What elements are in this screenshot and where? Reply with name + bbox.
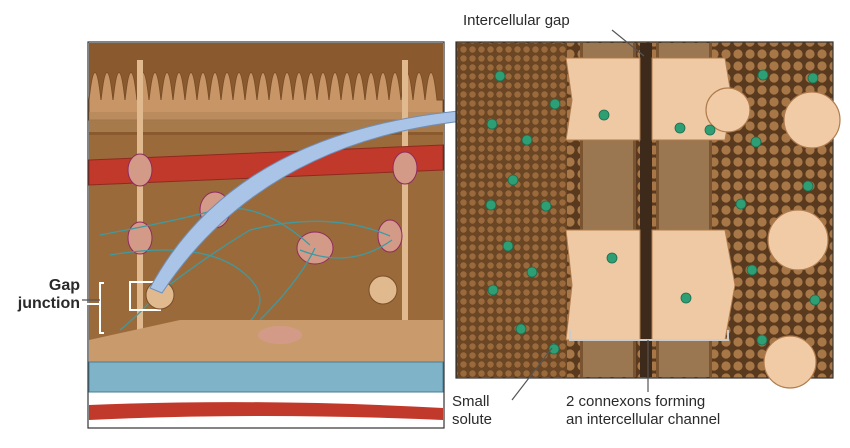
connexons-label: 2 connexons forming an intercellular cha… — [566, 393, 826, 429]
basement-membrane — [88, 361, 444, 393]
hemidesmosome — [258, 326, 302, 344]
microvilli — [88, 72, 444, 121]
gap-junction-bracket — [82, 282, 104, 334]
cell-interior — [89, 135, 443, 360]
connexons-label-line2: an intercellular channel — [566, 411, 721, 428]
basal-surface — [89, 320, 443, 372]
small-solute-label-line2: solute — [452, 411, 493, 428]
intercellular-gap-channel — [640, 43, 652, 377]
left-membrane-bg — [457, 43, 567, 377]
connexons-label-line1: 2 connexons forming — [566, 393, 706, 410]
small-solute-leader — [511, 347, 553, 401]
connexon-bracket — [569, 330, 729, 341]
small-solute-label: Small solute — [452, 393, 532, 429]
small-solute-label-line1: Small — [452, 393, 490, 410]
connexon-proteins — [565, 57, 736, 341]
gap-junction-label-line1: Gap — [48, 277, 80, 294]
intercellular-gap-label: Intercellular gap — [463, 12, 570, 29]
blood-vessel-bottom — [89, 402, 443, 420]
closeup-panel — [455, 41, 841, 389]
gap-junction-plaque-right — [368, 275, 398, 305]
connexon-discs — [705, 87, 841, 389]
gap-junction-label: Gap junction — [8, 277, 80, 313]
tissue-panel — [87, 41, 445, 429]
small-solutes — [485, 69, 821, 355]
gap-junction-label-line2: junction — [17, 295, 80, 312]
intercellular-gap-leader — [611, 29, 645, 57]
actin-mesh — [89, 112, 443, 132]
